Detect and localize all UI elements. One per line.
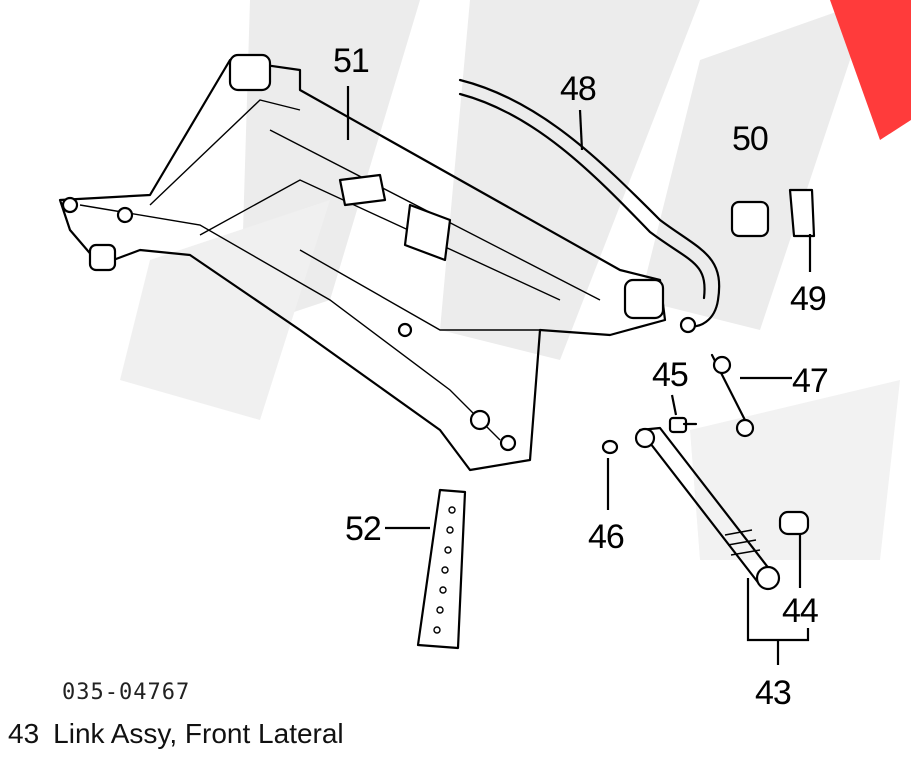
callout-43: 43 [755, 674, 791, 712]
callout-49: 49 [790, 280, 826, 318]
callout-44: 44 [782, 592, 818, 630]
callout-52: 52 [345, 510, 381, 548]
caption-part-name: Link Assy, Front Lateral [53, 718, 344, 749]
callout-48: 48 [560, 70, 596, 108]
stabilizer-clamp [788, 188, 816, 238]
callout-46: 46 [588, 518, 624, 556]
part-caption: 43 Link Assy, Front Lateral [8, 718, 358, 750]
bolt [668, 416, 698, 434]
callout-47: 47 [792, 362, 828, 400]
callout-45: 45 [652, 356, 688, 394]
stabilizer-bar [458, 78, 721, 334]
stabilizer-bushing [730, 200, 770, 238]
reinforcement-plate [416, 488, 467, 650]
lateral-link-bushing [778, 510, 810, 536]
callout-50: 50 [732, 120, 768, 158]
caption-part-number: 43 [8, 718, 40, 749]
washer [601, 439, 619, 455]
diagram-code: 035-04767 [62, 680, 191, 705]
front-lateral-link [634, 426, 781, 591]
rear-subframe [58, 53, 667, 472]
stabilizer-link [710, 353, 755, 438]
callout-51: 51 [333, 42, 369, 80]
